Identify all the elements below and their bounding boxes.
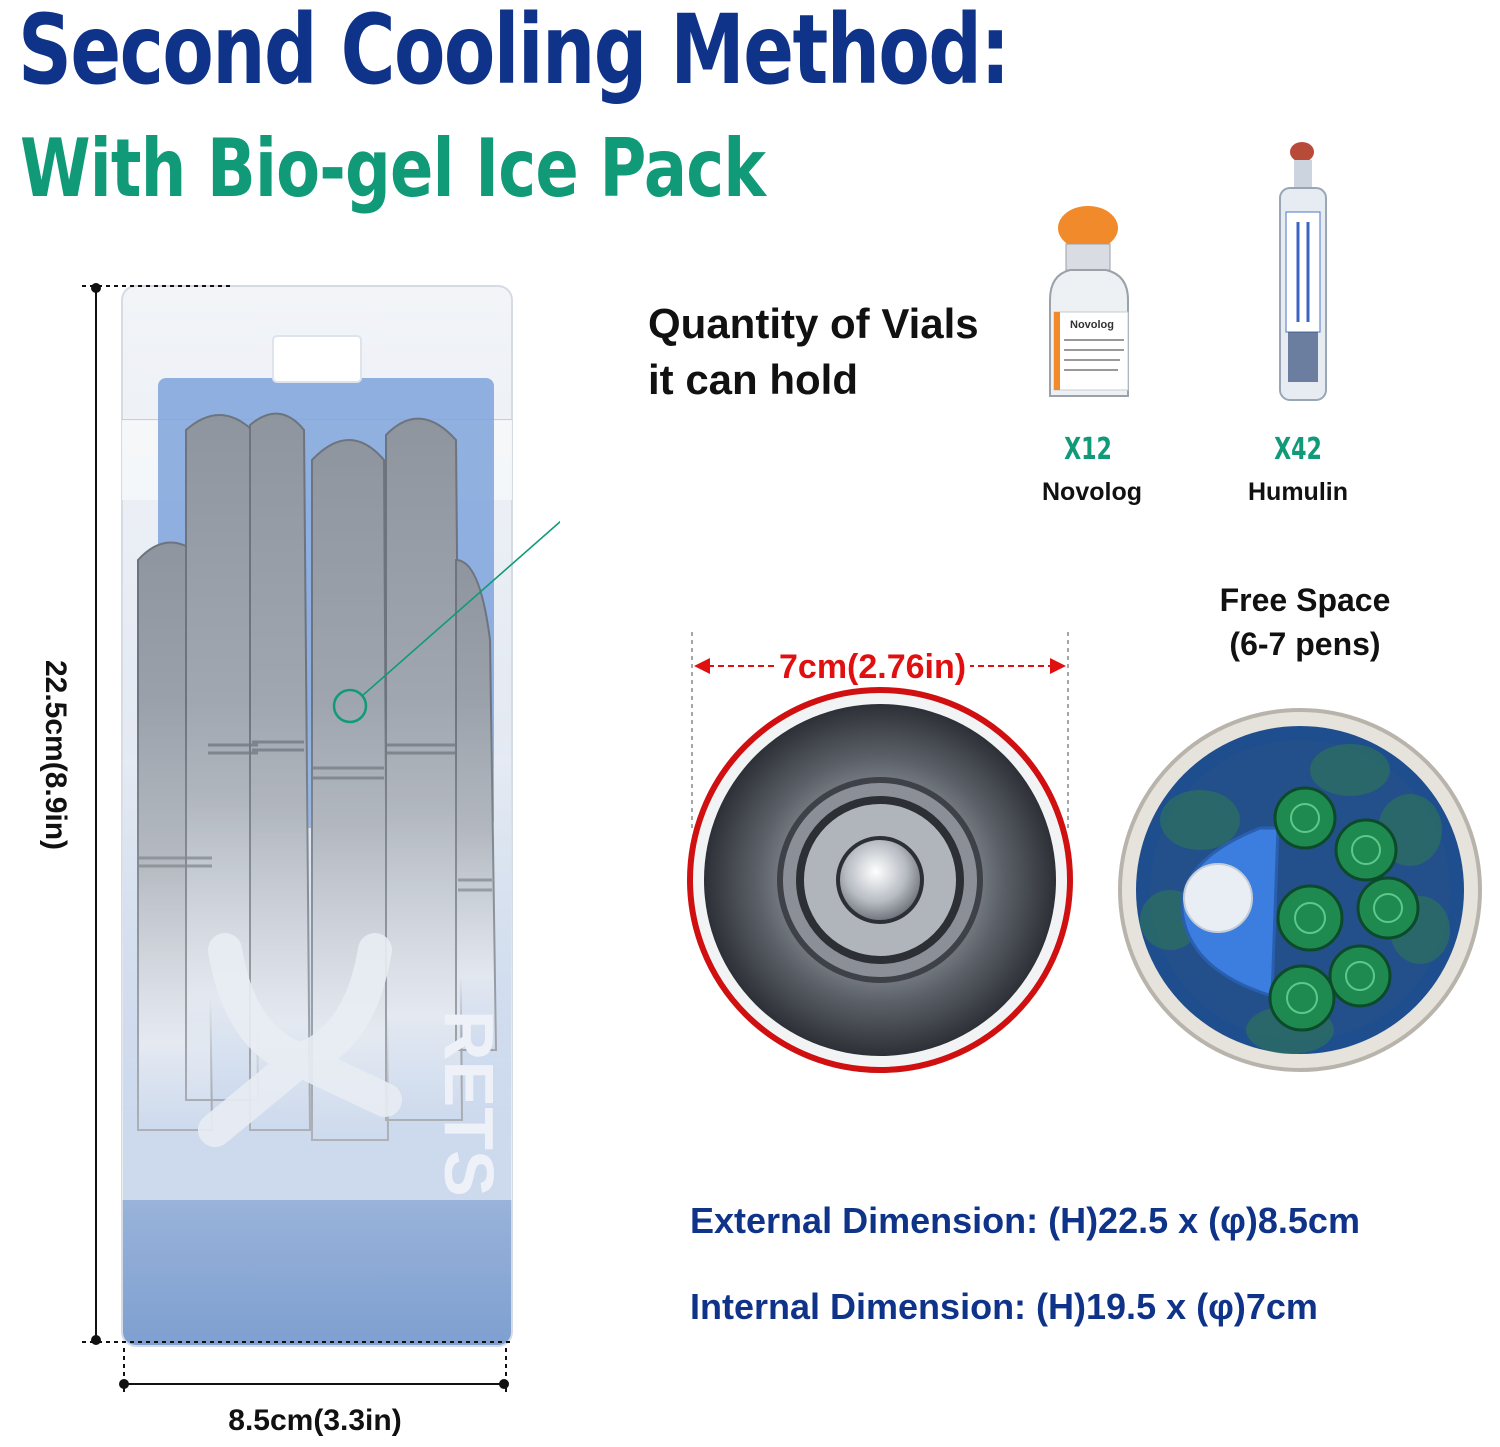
page-subtitle: With Bio-gel Ice Pack [20,122,766,215]
inner-diameter-label: 7cm(2.76in) [775,648,971,687]
width-label: 8.5cm(3.3in) [228,1404,402,1437]
cooler-case-illustration: RETS [82,283,560,1396]
pen-caps [1268,786,1420,1032]
internal-dimension: Internal Dimension: (H)19.5 x (φ)7cm [690,1286,1318,1327]
page-title: Second Cooling Method: [18,0,1010,106]
insulin-pen-icon [1279,142,1327,401]
callout-marker [332,688,368,724]
novolog-count: X12 [1064,432,1112,467]
lid-top-view [687,632,1073,1073]
brand-logo-text: RETS [430,1010,508,1197]
insulin-vial-icon: Novolog [1049,206,1129,397]
svg-text:Novolog: Novolog [1070,319,1114,331]
humulin-label: Humulin [1248,478,1348,506]
free-space-label: Free Space (6-7 pens) [1219,582,1391,662]
open-case-top-view [1118,708,1482,1072]
capacity-heading: Quantity of Vials it can hold [648,300,979,403]
height-label: 22.5cm(8.9in) [39,659,72,851]
novolog-label: Novolog [1042,478,1142,506]
external-dimension: External Dimension: (H)22.5 x (φ)8.5cm [690,1200,1360,1241]
humulin-count: X42 [1274,432,1322,467]
height-dimension-line [82,283,510,1345]
width-dimension-line [119,1348,509,1396]
brand-logo [198,933,402,1147]
